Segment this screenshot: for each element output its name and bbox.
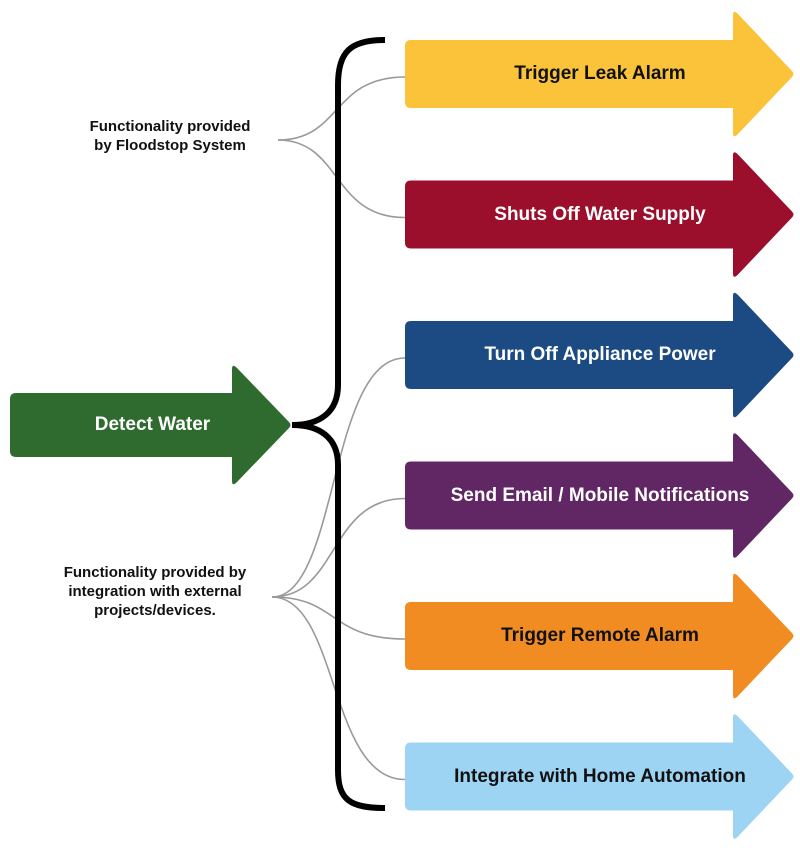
connector-trigger-remote-alarm bbox=[271, 596, 406, 640]
curly-brace bbox=[291, 37, 386, 811]
arrows bbox=[10, 11, 794, 839]
connector-trigger-leak-alarm bbox=[277, 76, 406, 141]
arrow-send-email-mobile-notifications bbox=[405, 433, 794, 558]
connector-send-email-mobile-notifications bbox=[271, 497, 406, 598]
arrow-integrate-with-home-automation bbox=[405, 714, 794, 839]
arrow-trigger-leak-alarm bbox=[405, 11, 794, 137]
detect-water-arrow bbox=[10, 365, 291, 485]
connector-integrate-with-home-automation bbox=[271, 596, 406, 781]
arrow-trigger-remote-alarm bbox=[405, 573, 794, 699]
arrow-turn-off-appliance-power bbox=[405, 292, 794, 418]
connector-turn-off-appliance-power bbox=[271, 357, 406, 598]
connector-lines bbox=[271, 76, 406, 781]
floodstop-note: Functionality provided by Floodstop Syst… bbox=[89, 118, 251, 154]
external-integration-note: Functionality provided by integration wi… bbox=[63, 564, 247, 619]
connector-shuts-off-water-supply bbox=[277, 139, 406, 219]
arrow-shuts-off-water-supply bbox=[405, 152, 794, 277]
